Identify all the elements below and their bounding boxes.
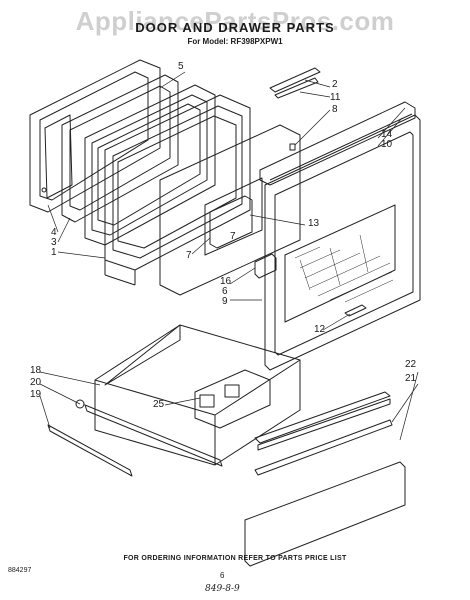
drawer-front-trim — [254, 419, 393, 476]
callout-14: 14 — [381, 129, 393, 140]
callout-19: 19 — [30, 389, 42, 400]
callout-11: 11 — [330, 92, 341, 103]
callout-21: 21 — [405, 373, 417, 384]
inner-glass-frame — [61, 74, 179, 223]
ordering-note: FOR ORDERING INFORMATION REFER TO PARTS … — [123, 555, 347, 562]
outer-door-panel — [264, 114, 421, 371]
page-number: 6 — [220, 571, 225, 580]
callout-22: 22 — [405, 359, 417, 370]
callout-20: 20 — [30, 377, 42, 388]
door-liner-gasket — [84, 84, 216, 246]
callout-1: 1 — [51, 247, 57, 258]
callout-5: 5 — [178, 61, 184, 72]
callout-12: 12 — [314, 324, 326, 335]
callout-7b: 7 — [230, 231, 236, 242]
callout-leaders — [39, 71, 419, 441]
watermark-text: AppliancePartsPros.com — [75, 6, 395, 36]
insulation-panel — [159, 124, 301, 296]
screw-bumper — [289, 143, 296, 151]
drawer-front-panel — [244, 391, 406, 567]
callout-3: 3 — [51, 237, 57, 248]
callout-9: 9 — [222, 296, 228, 307]
callout-7a: 7 — [186, 250, 192, 261]
callout-2: 2 — [332, 79, 338, 90]
diagram-title: DOOR AND DRAWER PARTS — [135, 20, 335, 35]
door-bracket — [209, 195, 253, 249]
callout-4: 4 — [51, 227, 57, 238]
inner-door-panel — [104, 94, 251, 286]
callout-10: 10 — [381, 139, 393, 150]
rear-door-panel — [29, 59, 161, 213]
door-hinge — [254, 253, 277, 279]
outer-door-top-trim — [259, 101, 416, 186]
document-code: 884297 — [8, 567, 32, 574]
drawer-slide-rail — [47, 399, 223, 477]
callout-6: 6 — [222, 286, 228, 297]
callout-18: 18 — [30, 365, 42, 376]
top-trim-strip — [269, 67, 321, 99]
drawer-body — [94, 324, 301, 466]
handwritten-note: 849-8-9 — [205, 584, 240, 594]
callout-13: 13 — [308, 218, 320, 229]
model-subtitle: For Model: RF398PXPW1 — [187, 37, 283, 46]
callout-8: 8 — [332, 104, 338, 115]
callout-25: 25 — [153, 399, 165, 410]
callout-16: 16 — [220, 276, 232, 287]
